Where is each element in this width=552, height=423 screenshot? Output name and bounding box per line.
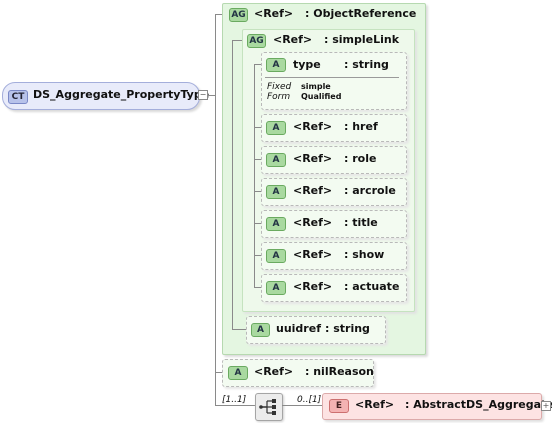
form-value: Qualified xyxy=(301,92,342,101)
fixed-value: simple xyxy=(301,82,331,91)
attribute-ref: <Ref> xyxy=(293,184,333,197)
complex-type-name: DS_Aggregate_PropertyType xyxy=(33,88,210,101)
divider xyxy=(265,77,399,78)
element-ref: <Ref> xyxy=(355,398,395,411)
attribute-name: : role xyxy=(344,152,377,165)
attribute-badge: A xyxy=(266,153,286,167)
sequence-icon xyxy=(259,399,276,415)
fixed-label: Fixed xyxy=(267,82,292,92)
attribute-group-badge: AG xyxy=(247,34,266,48)
attribute-type-label: : string xyxy=(325,322,370,335)
attribute-ref: <Ref> xyxy=(254,365,294,378)
connector xyxy=(232,40,233,330)
connector xyxy=(254,127,261,128)
connector xyxy=(232,329,246,330)
complex-type-badge: CT xyxy=(8,90,28,104)
attribute-ref: <Ref> xyxy=(293,216,333,229)
sequence-compositor[interactable] xyxy=(255,393,283,421)
attribute-group-ref: <Ref> xyxy=(273,33,313,46)
attribute-ref: <Ref> xyxy=(293,152,333,165)
attribute-ref: <Ref> xyxy=(293,280,333,293)
element-badge: E xyxy=(329,399,349,413)
connector xyxy=(215,372,223,373)
connector xyxy=(254,64,255,288)
attribute-name: : href xyxy=(344,120,378,133)
connector xyxy=(215,14,216,406)
connector xyxy=(254,223,261,224)
attribute-badge: A xyxy=(266,249,286,263)
attribute-badge: A xyxy=(266,281,286,295)
attribute-name: : actuate xyxy=(344,280,400,293)
attribute-badge: A xyxy=(266,217,286,231)
attribute-group-type: : ObjectReference xyxy=(305,7,417,20)
connector xyxy=(215,14,223,15)
attribute-name: uuidref xyxy=(276,322,321,335)
attribute-type-label: : nilReason xyxy=(305,365,374,378)
attribute-ref: <Ref> xyxy=(293,248,333,261)
connector xyxy=(208,95,215,96)
connector xyxy=(254,159,261,160)
attribute-badge: A xyxy=(266,121,286,135)
connector xyxy=(282,405,322,406)
attribute-group-badge: AG xyxy=(229,8,248,22)
attribute-badge: A xyxy=(251,323,270,337)
attribute-group-type: : simpleLink xyxy=(324,33,400,46)
collapse-icon[interactable]: − xyxy=(198,90,208,100)
sequence-multiplicity: [1..1] xyxy=(222,395,247,405)
attribute-name: : show xyxy=(344,248,385,261)
form-label: Form xyxy=(267,92,291,102)
attribute-name: type xyxy=(293,58,321,71)
attribute-type-label: : string xyxy=(344,58,389,71)
connector xyxy=(215,405,255,406)
attribute-name: : title xyxy=(344,216,378,229)
connector xyxy=(232,40,242,41)
attribute-type[interactable] xyxy=(261,52,407,110)
connector xyxy=(254,191,261,192)
attribute-group-ref: <Ref> xyxy=(254,7,294,20)
connector xyxy=(254,255,261,256)
attribute-badge: A xyxy=(266,185,286,199)
connector xyxy=(254,64,261,65)
attribute-ref: <Ref> xyxy=(293,120,333,133)
element-type: : AbstractDS_Aggregate xyxy=(405,398,552,411)
element-multiplicity: 0..[1] xyxy=(297,395,322,405)
attribute-name: : arcrole xyxy=(344,184,396,197)
complex-type-node[interactable] xyxy=(2,82,200,110)
attribute-badge: A xyxy=(266,58,286,72)
element-abstract-ds-aggregate[interactable] xyxy=(322,393,542,420)
connector xyxy=(254,287,261,288)
expand-icon[interactable]: + xyxy=(541,401,551,411)
attribute-badge: A xyxy=(228,366,248,380)
